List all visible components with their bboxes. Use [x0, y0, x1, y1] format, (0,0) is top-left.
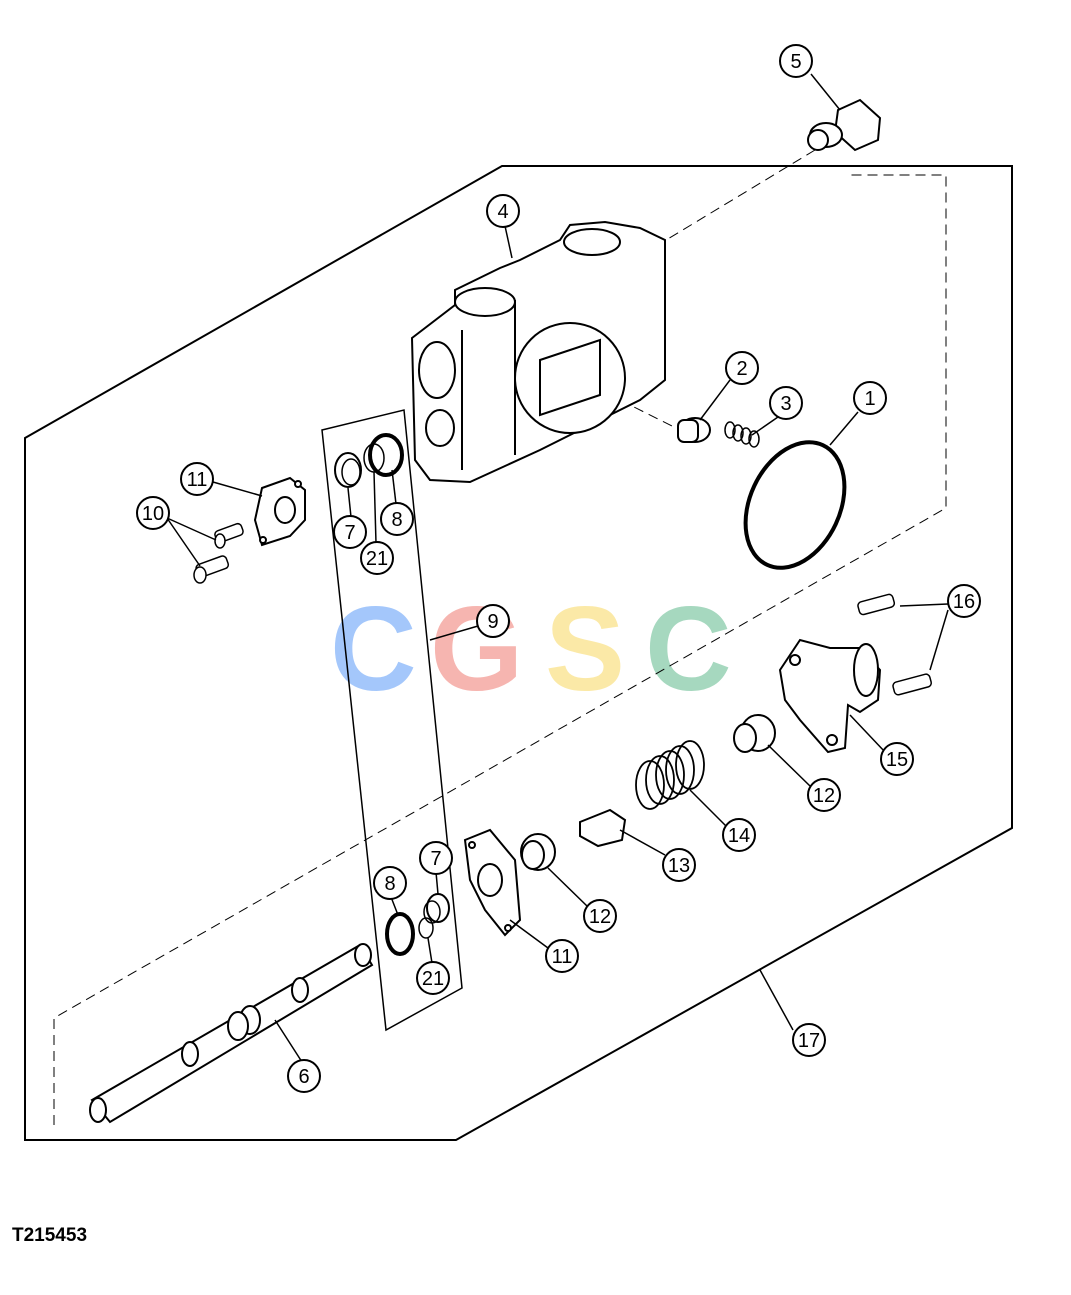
callout-8-upper-label: 8: [391, 509, 402, 531]
callout-13-label: 13: [668, 855, 690, 877]
callout-17-label: 17: [798, 1030, 820, 1052]
callout-3: 3: [769, 386, 803, 420]
watermark-letter-c1: C: [330, 582, 417, 716]
callout-12-upper: 12: [807, 778, 841, 812]
callout-2-label: 2: [736, 358, 747, 380]
callout-16-label: 16: [953, 591, 975, 613]
watermark-letter-c2: C: [645, 582, 732, 716]
callout-21-upper-label: 21: [366, 548, 388, 570]
check-poppet: [677, 417, 711, 443]
spring-cap: [778, 638, 882, 754]
callout-4: 4: [486, 194, 520, 228]
callout-13: 13: [662, 848, 696, 882]
callout-8-upper: 8: [380, 502, 414, 536]
upper-flange: [253, 476, 306, 547]
check-spring: [724, 421, 760, 448]
callout-14: 14: [722, 818, 756, 852]
watermark-letter-s: S: [545, 582, 625, 716]
callout-7-lower: 7: [419, 841, 453, 875]
callout-12-lower: 12: [583, 899, 617, 933]
callout-9: 9: [476, 604, 510, 638]
callout-3-label: 3: [780, 393, 791, 415]
kit-outline: [24, 165, 1013, 1141]
callout-10: 10: [136, 496, 170, 530]
spool-spring: [635, 740, 705, 810]
callout-14-label: 14: [728, 825, 750, 847]
callout-12-lower-label: 12: [589, 906, 611, 928]
figure-id: T215453: [12, 1225, 88, 1246]
callout-21-lower-label: 21: [422, 968, 444, 990]
callout-1: 1: [853, 381, 887, 415]
leader-lines: [166, 73, 949, 1063]
watermark-letter-g: G: [430, 582, 523, 716]
callout-10-label: 10: [142, 503, 164, 525]
callout-21-lower: 21: [416, 961, 450, 995]
socket-bolts: [193, 522, 244, 584]
callout-12-upper-label: 12: [813, 785, 835, 807]
callout-7-upper: 7: [333, 515, 367, 549]
callout-11-upper: 11: [180, 462, 214, 496]
callout-2: 2: [725, 351, 759, 385]
callout-11-upper-label: 11: [187, 469, 208, 491]
cap-bolts: [857, 593, 933, 696]
callout-17: 17: [792, 1023, 826, 1057]
callout-5-label: 5: [790, 51, 801, 73]
plug: [807, 98, 882, 152]
lower-seals: [385, 893, 450, 956]
callout-15-label: 15: [886, 749, 908, 771]
callout-16: 16: [947, 584, 981, 618]
callout-6-label: 6: [298, 1066, 309, 1088]
spool-spring-parts: [520, 714, 776, 871]
callout-15: 15: [880, 742, 914, 776]
seal-kit-frame: [321, 409, 463, 1032]
valve-body: [410, 220, 666, 484]
callout-1-label: 1: [864, 388, 875, 410]
callout-8-lower: 8: [373, 866, 407, 900]
lower-flange: [463, 828, 522, 937]
watermark: C G S C: [330, 582, 732, 716]
callouts: 1 2 3 4 5 6 7 7 8 8 9 10 11 11 12 12 13 …: [136, 44, 981, 1093]
callout-9-label: 9: [487, 611, 498, 633]
callout-7-lower-label: 7: [430, 848, 441, 870]
callout-5: 5: [779, 44, 813, 78]
callout-7-upper-label: 7: [344, 522, 355, 544]
callout-8-lower-label: 8: [384, 873, 395, 895]
callout-4-label: 4: [497, 201, 508, 223]
upper-seals: [334, 433, 404, 488]
spool: [89, 943, 374, 1124]
callout-11-lower: 11: [545, 939, 579, 973]
callout-21-upper: 21: [360, 541, 394, 575]
callout-11-lower-label: 11: [552, 946, 573, 968]
o-ring-large: [743, 440, 847, 570]
callout-6: 6: [287, 1059, 321, 1093]
